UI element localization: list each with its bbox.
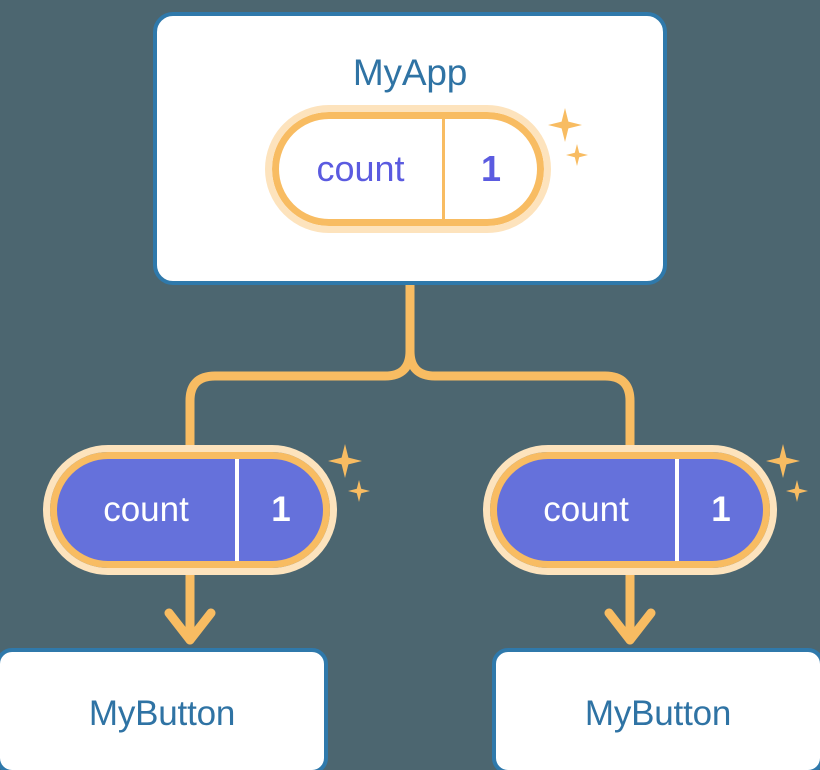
sparkle-icon	[786, 480, 808, 502]
state-pill-child-left[interactable]: count 1	[43, 445, 337, 575]
sparkle-icon	[328, 444, 362, 478]
component-label: MyButton	[584, 694, 732, 733]
state-key: count	[316, 148, 405, 189]
component-label: MyButton	[88, 694, 236, 733]
wire-root-to-right	[405, 280, 635, 457]
state-key: count	[543, 490, 629, 529]
state-value: 1	[442, 119, 537, 219]
component-card-myapp[interactable]: MyApp	[153, 12, 667, 285]
arrowhead-right	[604, 608, 656, 645]
state-pill-root[interactable]: count 1	[265, 105, 551, 233]
state-pill[interactable]: count 1	[265, 105, 551, 233]
state-pill-child-right[interactable]: count 1	[483, 445, 777, 575]
state-value: 1	[675, 459, 763, 561]
sparkle-icon	[766, 444, 800, 478]
arrowhead-left	[164, 608, 216, 645]
state-key: count	[103, 490, 189, 529]
state-pill[interactable]: count 1	[43, 445, 337, 575]
state-pill[interactable]: count 1	[483, 445, 777, 575]
sparkle-icon	[348, 480, 370, 502]
component-card-mybutton-right[interactable]: MyButton	[492, 648, 820, 770]
wire-root-to-left	[185, 280, 415, 457]
component-card-mybutton-left[interactable]: MyButton	[0, 648, 328, 770]
page-title: MyApp	[352, 52, 468, 93]
state-value: 1	[235, 459, 323, 561]
